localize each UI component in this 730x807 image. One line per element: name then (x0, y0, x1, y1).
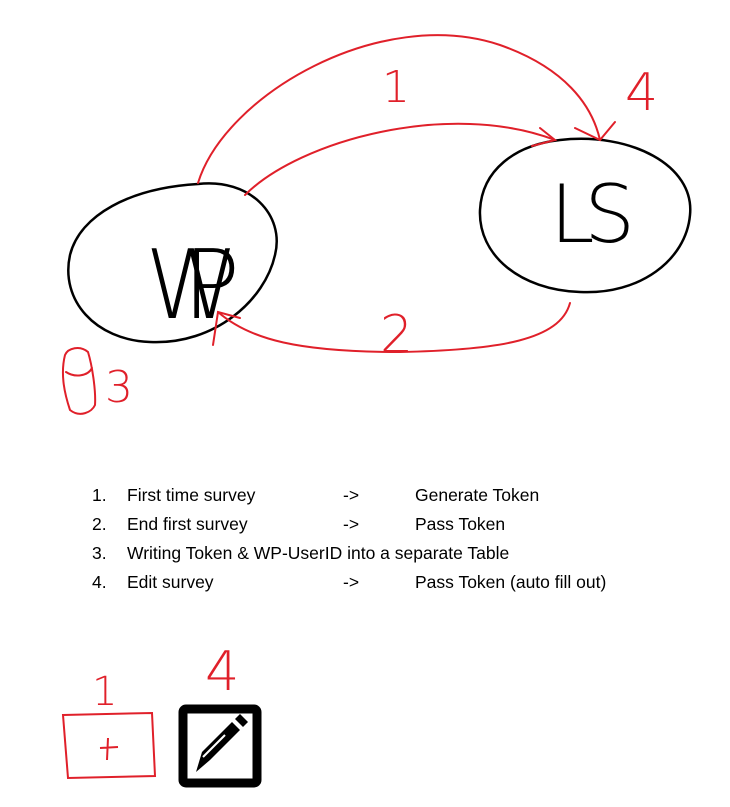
database-icon (61, 347, 97, 415)
wp-node (67, 182, 278, 344)
label-3: 3 (105, 362, 133, 413)
label-2: 2 (380, 305, 413, 365)
step-text: First time survey (127, 485, 256, 505)
step-result: Pass Token (auto fill out) (415, 572, 607, 592)
step-number: 1. (92, 485, 107, 505)
arrow-2 (217, 302, 571, 354)
step-number: 4. (92, 572, 107, 592)
edit-icon-label: 4 (205, 640, 239, 703)
edit-icon (178, 704, 262, 788)
step-number: 3. (92, 543, 107, 563)
arrow-4-outer (197, 34, 601, 184)
ls-node (478, 137, 692, 294)
step-text: Writing Token & WP-UserID into a separat… (127, 543, 510, 563)
step-arrow: -> (343, 485, 360, 505)
arrowhead-1 (531, 127, 558, 147)
step-result: Generate Token (415, 485, 540, 505)
ls-label: LS (550, 168, 635, 261)
arrow-1 (244, 122, 556, 196)
add-icon (61, 711, 157, 780)
wp-label: WP (145, 231, 240, 341)
arrowhead-4 (574, 121, 616, 142)
label-4: 4 (625, 63, 658, 123)
step-number: 2. (92, 514, 107, 534)
add-icon-label: 1 (92, 669, 117, 715)
step-arrow: -> (343, 514, 360, 534)
label-1: 1 (382, 62, 410, 113)
arrowhead-2 (212, 310, 241, 346)
step-result: Pass Token (415, 514, 506, 534)
step-text: End first survey (127, 514, 248, 534)
step-arrow: -> (343, 572, 360, 592)
step-text: Edit survey (127, 572, 214, 592)
